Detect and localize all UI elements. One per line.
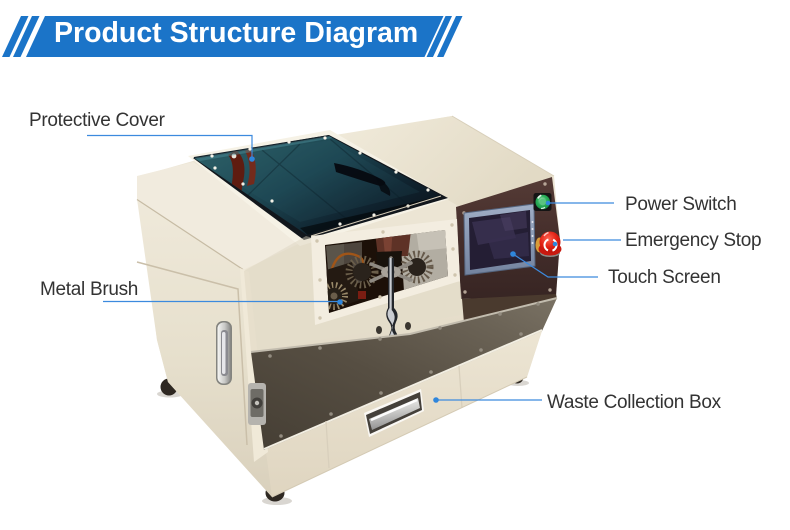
svg-text:Waste Collection Box: Waste Collection Box [547, 392, 722, 413]
svg-text:Protective Cover: Protective Cover [29, 110, 166, 131]
svg-text:Emergency Stop: Emergency Stop [625, 230, 761, 251]
svg-text:Metal Brush: Metal Brush [40, 279, 138, 300]
svg-text:Power Switch: Power Switch [625, 194, 737, 215]
svg-text:Touch Screen: Touch Screen [608, 267, 721, 288]
svg-text:Product Structure Diagram: Product Structure Diagram [54, 17, 418, 49]
